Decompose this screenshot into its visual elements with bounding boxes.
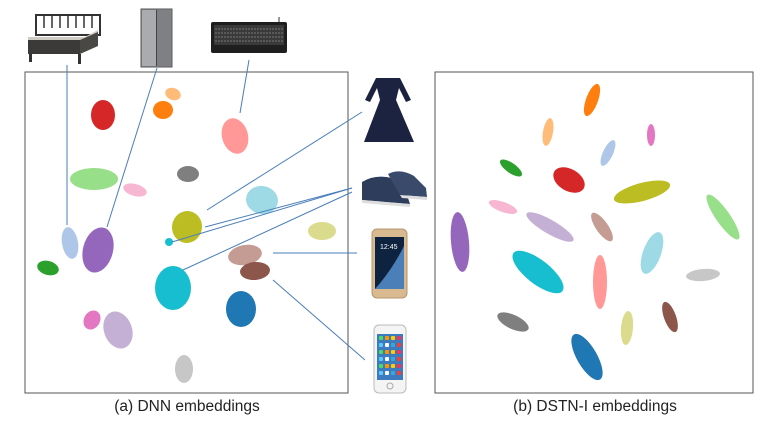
shoes-line	[171, 187, 353, 243]
app-icon	[397, 357, 401, 361]
keyboard-line	[239, 59, 250, 114]
cluster-silver	[175, 355, 193, 383]
cluster-green	[499, 159, 523, 177]
panel-b-frame	[434, 71, 754, 394]
app-icon	[391, 371, 395, 375]
app-icon	[397, 364, 401, 368]
app-icon	[391, 336, 395, 340]
cluster-brown	[240, 261, 270, 281]
cluster-purple	[82, 227, 114, 273]
iphone-line	[272, 279, 366, 361]
app-icon	[379, 350, 383, 354]
phone-clock: 12:45	[380, 244, 398, 251]
app-icon	[391, 350, 395, 354]
cluster-orange	[583, 83, 601, 117]
app-icon	[397, 371, 401, 375]
wardrobe-line	[106, 67, 158, 228]
cluster-purple	[450, 212, 470, 272]
cluster-blue	[226, 291, 256, 327]
cluster-steelblue	[600, 140, 616, 166]
wardrobe-image	[140, 8, 173, 68]
cluster-lavender	[103, 311, 133, 349]
cluster-salmon	[593, 255, 607, 309]
app-icon	[391, 357, 395, 361]
samsung-phone-image: 12:45	[371, 228, 408, 299]
cluster-cyan	[512, 250, 564, 294]
app-icon	[385, 336, 389, 340]
cluster-magenta	[647, 124, 655, 146]
cluster-pink	[123, 183, 147, 197]
shoes-line	[204, 187, 353, 228]
app-icon	[379, 371, 383, 375]
app-icon	[397, 350, 401, 354]
cluster-peach	[165, 87, 181, 101]
panel-b-caption: (b) DSTN-I embeddings	[513, 398, 677, 415]
app-icon	[391, 343, 395, 347]
keyboard-image	[211, 17, 287, 53]
iphone-image	[373, 324, 407, 394]
cluster-orange	[153, 101, 173, 119]
shoes-line	[182, 191, 353, 271]
cluster-salmon	[221, 118, 249, 154]
panel-b-clusters	[450, 83, 740, 381]
cluster-khaki	[308, 222, 336, 240]
cluster-lightblue	[640, 232, 664, 274]
cluster-silver	[686, 268, 720, 282]
cluster-red	[553, 167, 585, 193]
app-icon	[397, 336, 401, 340]
cluster-magenta	[83, 310, 101, 330]
cluster-lightgreen	[70, 168, 118, 190]
cluster-cyan	[165, 238, 173, 246]
cluster-gray	[497, 312, 529, 332]
app-icon	[379, 343, 383, 347]
dress-image	[364, 78, 414, 142]
app-icon	[397, 343, 401, 347]
dress-line	[206, 111, 363, 211]
app-icon	[379, 357, 383, 361]
app-icon	[385, 343, 389, 347]
cluster-pink	[488, 200, 518, 214]
cluster-green	[37, 260, 59, 276]
app-icon	[385, 371, 389, 375]
annotation-lines	[66, 59, 366, 361]
cluster-cyan	[155, 266, 191, 310]
cluster-blue	[571, 333, 603, 381]
cluster-tan	[228, 244, 262, 266]
cluster-steelblue	[61, 227, 79, 259]
cluster-red	[91, 100, 115, 130]
cluster-peach	[542, 118, 554, 146]
cluster-olive	[613, 180, 671, 204]
cluster-khaki	[620, 311, 634, 345]
panel-a-clusters	[37, 87, 336, 383]
panel-a-caption: (a) DNN embeddings	[114, 398, 260, 415]
app-icon	[379, 336, 383, 340]
cluster-tan	[591, 212, 613, 242]
cluster-gray	[177, 166, 199, 182]
app-icon	[379, 364, 383, 368]
cluster-lightblue	[246, 185, 278, 215]
app-icon	[391, 364, 395, 368]
cluster-brown	[662, 301, 678, 333]
bed-image	[28, 14, 101, 64]
app-icon	[385, 350, 389, 354]
shoes-image	[362, 171, 427, 207]
app-icon	[385, 364, 389, 368]
cluster-lightgreen	[706, 194, 740, 240]
cluster-lavender	[526, 212, 574, 242]
app-icon	[385, 357, 389, 361]
